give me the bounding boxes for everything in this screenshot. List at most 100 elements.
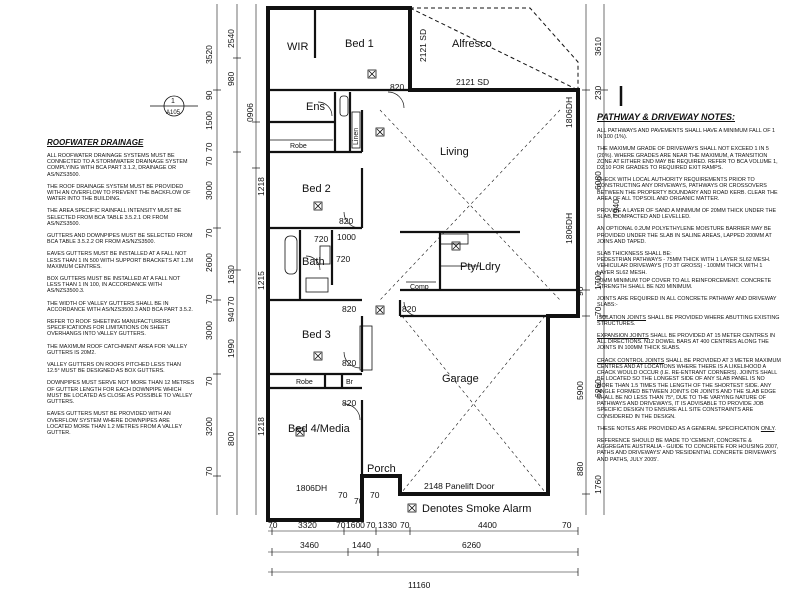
room-label-garage: Garage	[442, 373, 479, 385]
label-door-820-c: 820	[342, 304, 356, 314]
room-label-robe1: Robe	[290, 143, 307, 150]
room-label-linen: Linen	[353, 128, 360, 145]
dim-right-230a: 230	[593, 86, 603, 100]
dim-bottom-3320: 3320	[298, 520, 317, 530]
dim-bottom-1440: 1440	[352, 540, 371, 550]
pathway-note: ISOLATION JOINTS SHALL BE PROVIDED WHERE…	[597, 315, 781, 327]
roof-note: THE ROOF DRAINAGE SYSTEM MUST BE PROVIDE…	[47, 183, 191, 203]
room-label-living: Living	[440, 146, 469, 158]
smoke-alarm-legend-icon	[407, 503, 417, 513]
general-spec-text: THESE NOTES ARE PROVIDED AS A GENERAL SP…	[597, 425, 761, 432]
roof-note: DOWNPIPES MUST SERVE NOT MORE THAN 12 ME…	[47, 380, 195, 406]
pathway-note: 30mm MINIMUM TOP COVER TO ALL REINFORCEM…	[597, 277, 772, 291]
pathway-note: THESE NOTES ARE PROVIDED AS A GENERAL SP…	[597, 425, 776, 432]
roof-note: ALL ROOFWATER DRAINAGE SYSTEMS MUST BE C…	[47, 153, 188, 178]
expansion-joints-text: SHALL BE PROVIDED AT 15 METER CENTRES IN…	[597, 333, 776, 352]
label-door-820-b: 820	[339, 216, 353, 226]
label-door-820-d: 820	[402, 304, 416, 314]
dim-bottom-70e: 70	[562, 520, 572, 530]
slab-vehicular: VEHICULAR DRIVEWAYS (TO 3t GROSS) - 100m…	[597, 263, 763, 276]
label-dh-1806-b: 1806DH	[564, 213, 574, 244]
dim-bottom-70c: 70	[366, 520, 376, 530]
room-label-bed3: Bed 3	[302, 329, 331, 341]
section-ref: A105	[166, 110, 181, 116]
roof-note: THE AREA SPECIFIC RAINFALL INTENSITY MUS…	[47, 208, 182, 227]
label-dh-1806-a: 1806DH	[564, 97, 574, 128]
room-label-bed4: Bed 4/Media	[288, 423, 351, 435]
pathway-note: PROVIDE A LAYER OF SAND A MINIMUM OF 20m…	[597, 208, 777, 221]
dim-right-1700: 1700	[593, 271, 603, 290]
pathway-note: SLAB THICKNESS SHALL BE: PEDESTRIAN PATH…	[597, 251, 781, 276]
dim-left-70c: 70	[204, 228, 214, 238]
dim-left-3000b: 3000	[204, 321, 214, 340]
dim-left-1500: 1500	[204, 111, 214, 130]
section-number: 1	[171, 98, 175, 105]
crack-control-text: SHALL BE PROVIDED AT 3 METER MAXIMUM CEN…	[597, 357, 781, 420]
room-label-porch: Porch	[367, 463, 396, 475]
general-spec-only: ONLY	[760, 425, 775, 432]
dim-bottom-1600: 1600	[346, 520, 365, 530]
label-door-1000: 1000	[337, 232, 356, 242]
room-label-br: Br	[346, 379, 354, 386]
dim-left-1990: 1990	[226, 339, 236, 358]
pathway-note: REFERENCE SHOULD BE MADE TO 'CEMENT, CON…	[597, 437, 779, 463]
isolation-joints-text: SHALL BE PROVIDED WHERE ABUTTING EXISTIN…	[597, 314, 780, 327]
dim-right-90: 90	[575, 286, 585, 296]
roof-note: GUTTERS AND DOWNPIPES MUST BE SELECTED F…	[47, 233, 193, 246]
dim-right-6080: 6080	[593, 171, 603, 190]
expansion-joints-lead: EXPANSION JOINTS	[597, 333, 649, 340]
dim-left-2540: 2540	[226, 29, 236, 48]
smoke-alarms	[295, 69, 461, 513]
pathway-note: JOINTS ARE REQUIRED IN ALL CONCRETE PATH…	[597, 296, 777, 309]
interior-walls	[270, 10, 578, 476]
label-door-820-f: 820	[342, 398, 356, 408]
dim-bottom-4400: 4400	[478, 520, 497, 530]
pathway-note: CRACK CONTROL JOINTS SHALL BE PROVIDED A…	[597, 358, 781, 420]
room-label-bed1: Bed 1	[345, 38, 374, 50]
pathway-note: EXPANSION JOINTS SHALL BE PROVIDED AT 15…	[597, 333, 781, 352]
dim-right-3610: 3610	[593, 37, 603, 56]
alfresco-outline	[409, 7, 579, 91]
room-label-comp: Comp	[410, 284, 429, 291]
dim-left-980: 980	[226, 72, 236, 86]
pathway-note: THE MAXIMUM GRADE OF DRIVEWAYS SHALL NOT…	[597, 146, 778, 172]
label-panelift: 2148 Panelift Door	[424, 481, 495, 491]
fixtures	[270, 95, 480, 371]
dimension-ticks	[213, 57, 608, 576]
slab-thickness-heading: SLAB THICKNESS SHALL BE:	[597, 251, 672, 258]
door-swings	[305, 91, 419, 421]
dim-left-1630: 1630	[226, 265, 236, 284]
label-door-820-a: 820	[390, 82, 404, 92]
room-label-pty-ldry: Pty/Ldry	[460, 261, 501, 273]
pathway-note: ALL PATHWAYS AND PAVEMENTS SHALL HAVE A …	[597, 128, 776, 141]
dim-left-800: 800	[226, 432, 236, 446]
room-label-ens: Ens	[306, 101, 325, 113]
room-label-bed2: Bed 2	[302, 183, 331, 195]
roof-note: VALLEY GUTTERS ON ROOFS PITCHED LESS THA…	[47, 362, 181, 375]
dim-left-2600: 2600	[204, 253, 214, 272]
dim-bottom-1330: 1330	[378, 520, 397, 530]
pathway-driveway-notes: PATHWAY & DRIVEWAY NOTES: ALL PATHWAYS A…	[597, 112, 781, 469]
dim-left-90: 90	[204, 90, 214, 100]
dim-bottom-small-70b: 70	[354, 496, 364, 506]
dim-right-70: 70	[593, 306, 603, 316]
dim-left-70g: 70	[204, 466, 214, 476]
dim-left-3000a: 3000	[204, 181, 214, 200]
dim-left-3200: 3200	[204, 417, 214, 436]
dim-left-1218b: 1218	[256, 417, 266, 436]
dim-bottom-6260: 6260	[462, 540, 481, 550]
roof-note: THE WIDTH OF VALLEY GUTTERS SHALL BE IN …	[47, 300, 193, 313]
roof-note: REFER TO ROOF SHEETING MANUFACTURERS SPE…	[47, 319, 171, 338]
dim-left-70d: 70	[204, 294, 214, 304]
pathway-title: PATHWAY & DRIVEWAY NOTES:	[597, 112, 736, 122]
dim-left-70b: 70	[204, 156, 214, 166]
label-door-720-a: 720	[314, 234, 328, 244]
roofwater-drainage-notes: ROOFWATER DRAINAGE ALL ROOFWATER DRAINAG…	[47, 138, 195, 442]
ceiling-lines	[379, 109, 561, 493]
smoke-alarm-legend-text: Denotes Smoke Alarm	[422, 503, 531, 515]
roofwater-title: ROOFWATER DRAINAGE	[47, 138, 144, 147]
room-label-bath: Bath	[302, 256, 325, 268]
dim-left-1215: 1215	[256, 271, 266, 290]
dim-right-6260: 6260	[593, 379, 603, 398]
